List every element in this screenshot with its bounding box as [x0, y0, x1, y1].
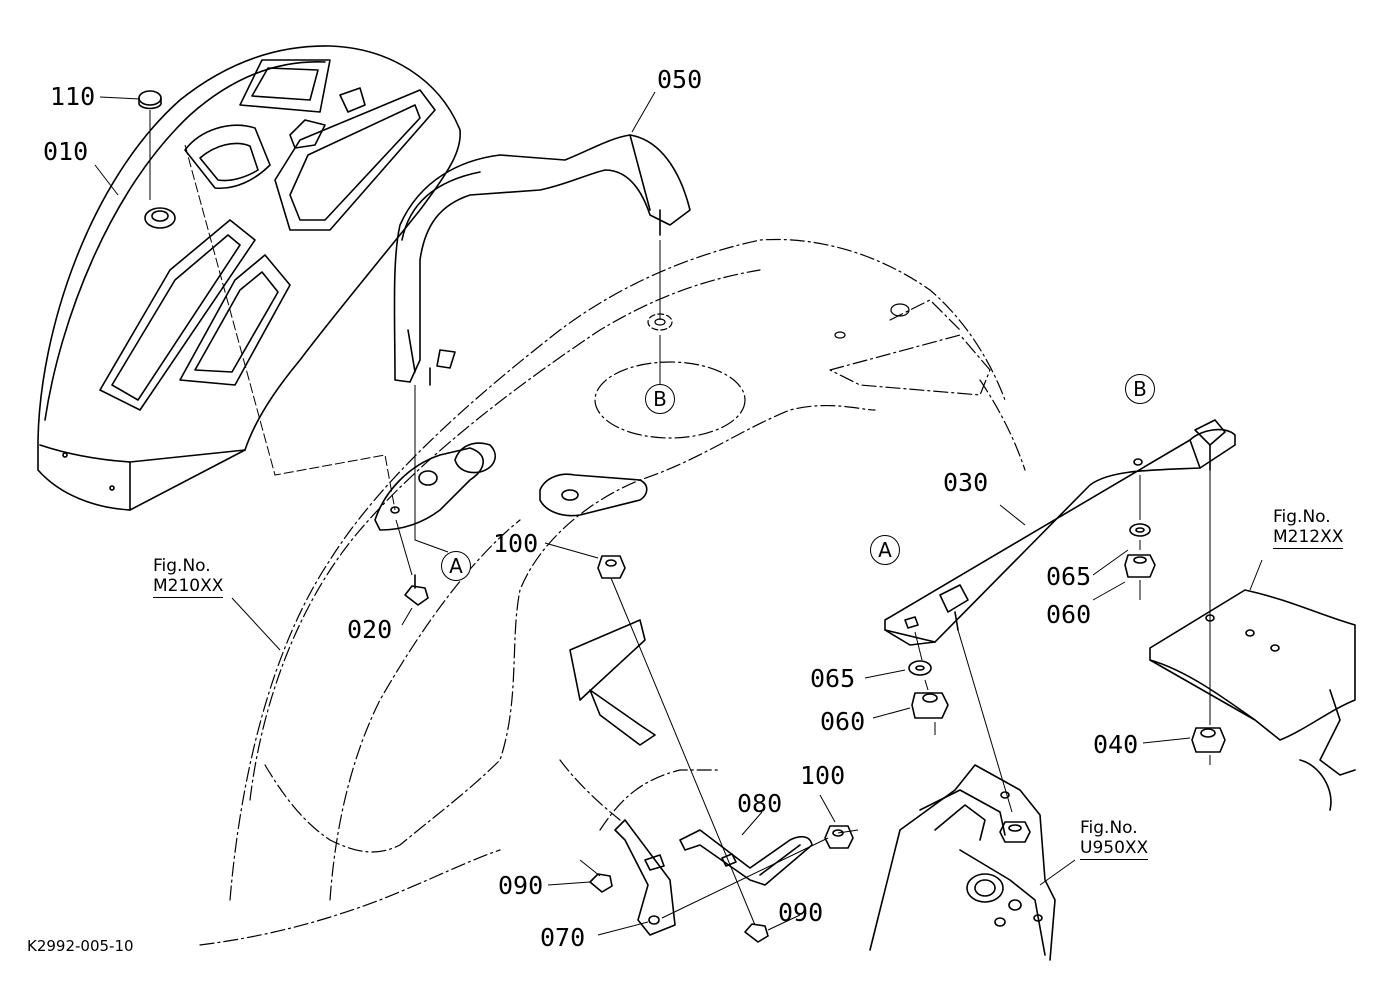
- nut-060-upper: [1124, 554, 1156, 578]
- label-part-080: 080: [737, 789, 783, 818]
- label-part-030: 030: [943, 468, 989, 497]
- label-part-100-lower: 100: [800, 761, 846, 790]
- bolt-090-right: [744, 923, 769, 943]
- fig-ref-u950-code: U950XX: [1080, 838, 1149, 861]
- bolt-020: [404, 574, 429, 606]
- right-plate-m212: [1149, 589, 1356, 811]
- bracket-080: [679, 829, 813, 886]
- label-part-020: 020: [347, 615, 393, 644]
- fig-ref-m212-code: M212XX: [1273, 527, 1344, 550]
- label-part-060-lower: 060: [820, 707, 866, 736]
- ref-circle-a-left: A: [441, 551, 471, 581]
- nut-100-lower: [824, 825, 854, 849]
- washer-065-lower: [908, 660, 932, 676]
- fig-ref-m212: Fig.No. M212XX: [1273, 507, 1344, 550]
- label-part-100-upper: 100: [493, 529, 539, 558]
- fig-ref-u950: Fig.No. U950XX: [1080, 818, 1149, 861]
- fig-ref-m210-caption: Fig.No.: [153, 556, 211, 576]
- fig-ref-m210-code: M210XX: [153, 576, 224, 599]
- leader-lines: [94, 91, 1263, 936]
- label-part-040: 040: [1093, 730, 1139, 759]
- bracket-070: [614, 819, 676, 936]
- drawing-code: K2992-005-10: [27, 937, 134, 955]
- label-part-065-lower: 065: [810, 664, 856, 693]
- label-part-070: 070: [540, 923, 586, 952]
- left-mount-bracket: [374, 442, 656, 746]
- label-part-090-left: 090: [498, 871, 544, 900]
- nut-100-upper: [597, 555, 626, 579]
- label-part-050: 050: [657, 65, 703, 94]
- grip-handle-050: [393, 134, 691, 386]
- fig-ref-m210: Fig.No. M210XX: [153, 556, 224, 599]
- fig-ref-u950-caption: Fig.No.: [1080, 818, 1138, 838]
- ref-circle-b-center: B: [645, 384, 675, 414]
- ref-circle-a-right: A: [870, 535, 900, 565]
- label-part-090-right: 090: [778, 898, 824, 927]
- label-part-065-upper: 065: [1046, 562, 1092, 591]
- ref-circle-b-right: B: [1125, 374, 1155, 404]
- frame-u950: [869, 764, 1056, 961]
- main-panel-outline: [199, 238, 1026, 946]
- nut-040: [1191, 727, 1226, 753]
- instrument-cover-010: [37, 45, 461, 511]
- label-part-010: 010: [43, 137, 89, 166]
- fig-ref-m212-caption: Fig.No.: [1273, 507, 1331, 527]
- label-part-060-upper: 060: [1046, 600, 1092, 629]
- washer-065-upper: [1129, 523, 1151, 537]
- label-part-110: 110: [50, 82, 96, 111]
- bar-stay-030: [884, 419, 1236, 646]
- nut-060-lower: [911, 692, 949, 719]
- cap-110: [138, 90, 162, 110]
- bolt-090-left: [589, 873, 613, 893]
